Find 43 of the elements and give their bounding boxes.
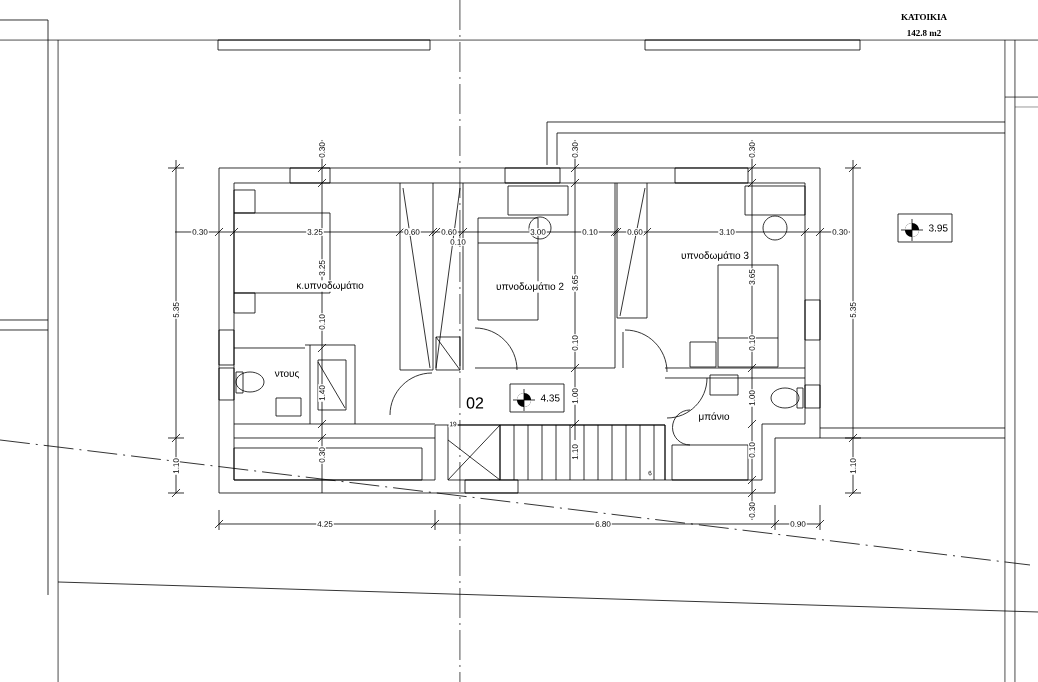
dimension-text: 0.90 [789,520,807,528]
dimension-text: 0.30 [748,141,756,159]
dimension-text: 0.60 [626,228,644,236]
dimension-text: 5.35 [849,301,857,319]
dimension-text: 0.30 [191,228,209,236]
dimension-text: 0.30 [831,228,849,236]
dimension-text: 0.10 [748,441,756,459]
dimension-text: 5.35 [172,301,180,319]
dimension-text: 3.65 [571,274,579,292]
dimension-text: 1.00 [571,387,579,405]
room-label: υπνοδωμάτιο 3 [680,250,750,262]
room-label: μπάνιο [697,411,731,423]
dimension-text: 1.40 [318,384,326,402]
dimension-text: 0.10 [449,238,467,246]
dimension-text: 1.00 [748,389,756,407]
dimension-text: 0.30 [571,141,579,159]
level-marker-box: 3.95 [897,213,953,243]
dimension-text: 1.10 [849,457,857,475]
dimension-text: 3.00 [529,228,547,236]
dimension-text: 0.10 [571,334,579,352]
level-marker-box: 4.35 [509,383,565,413]
room-label: ντους [273,370,301,380]
room-label: υπνοδωμάτιο 2 [495,281,565,293]
dimension-text: 0.30 [318,141,326,159]
dimension-text: 0.60 [440,228,458,236]
dimension-text: 3.65 [748,268,756,286]
dimension-text: 0.10 [748,334,756,352]
room-label: κ.υπνοδωμάτιο [295,280,365,292]
dimension-text: 0.60 [403,228,421,236]
dimension-text: 0.30 [748,501,756,519]
dimension-text: 3.10 [718,228,736,236]
dimension-text: 4.25 [316,520,334,528]
dimension-text: 6.80 [594,520,612,528]
dimension-text: 1.10 [172,457,180,475]
dimension-text: 0.10 [581,228,599,236]
level-number: 02 [465,396,485,410]
dimension-text: 3.25 [306,228,324,236]
dimension-text: 0.30 [318,446,326,464]
dimension-text: 3.25 [318,259,326,277]
area-label: 142.8 m2 [907,29,941,37]
title: ΚΑΤΟΙΚΙΑ [901,13,947,21]
dimension-text: 0.10 [318,313,326,331]
dimension-text: 1.10 [571,443,579,461]
